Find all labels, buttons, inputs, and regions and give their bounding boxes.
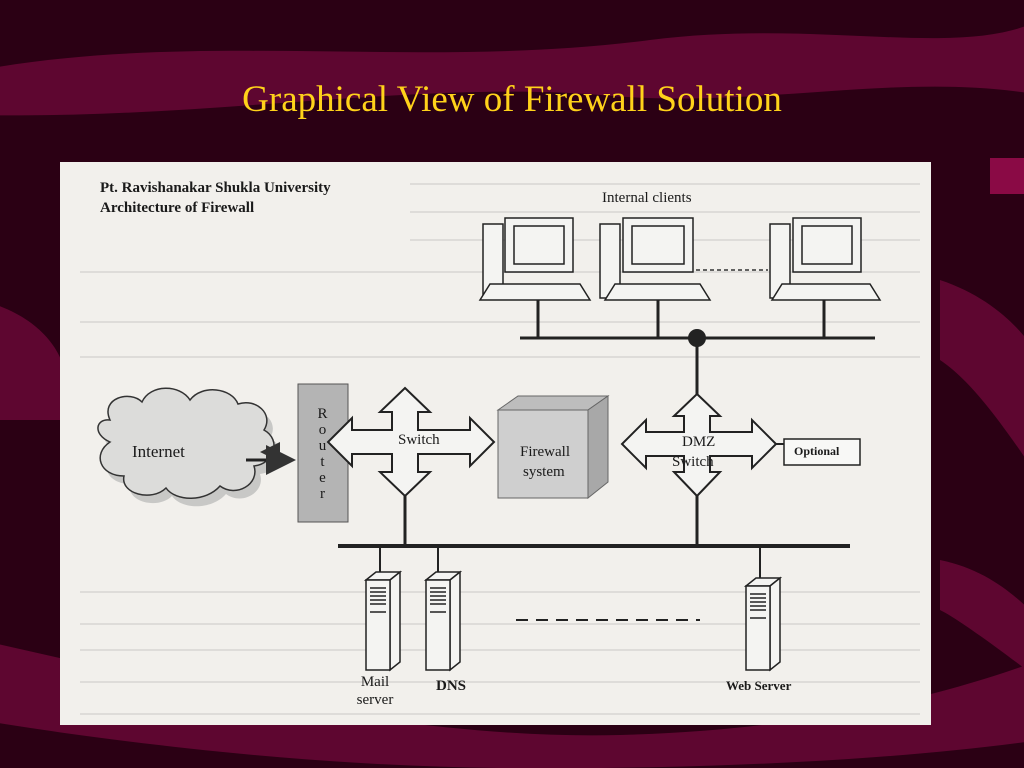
- diagram-drawing: [80, 183, 920, 715]
- computer-icon: [599, 217, 712, 301]
- computer-icon: [478, 217, 592, 301]
- background-band: [940, 280, 1024, 457]
- internal-clients-label: Internal clients: [602, 190, 692, 206]
- optional-label: Optional: [794, 444, 840, 458]
- dns-label: DNS: [436, 678, 467, 694]
- router-label: R o u t e r: [317, 406, 329, 502]
- server-icon: [743, 576, 783, 672]
- server-icon: [423, 570, 463, 672]
- firewall-label-line2: system: [523, 464, 565, 480]
- arrow-right-icon: [266, 445, 296, 475]
- mail-server-label-line2: server: [356, 692, 394, 708]
- dmz-label-line1: DMZ: [682, 434, 716, 450]
- internal-lan-bus: [520, 300, 875, 394]
- firewall-system: [496, 395, 610, 500]
- firewall-diagram: Pt. Ravishanakar Shukla University Archi…: [60, 162, 931, 725]
- diagram-heading-line1: Pt. Ravishanakar Shukla University: [100, 180, 331, 196]
- background-band: [0, 306, 68, 420]
- bus-junction: [688, 329, 706, 347]
- server-icon: [363, 570, 403, 672]
- dmz-label-line2: Switch: [672, 454, 714, 470]
- computer-icon: [769, 217, 882, 301]
- accent-tab: [990, 158, 1024, 194]
- optional-box: [783, 438, 861, 466]
- background-band: [0, 26, 1024, 116]
- background-band: [940, 560, 1024, 669]
- internet-cloud: [97, 387, 281, 507]
- diagram-heading-line2: Architecture of Firewall: [100, 200, 255, 216]
- firewall-label-line1: Firewall: [520, 444, 570, 460]
- slide-title: Graphical View of Firewall Solution: [242, 79, 782, 120]
- switch-label: Switch: [398, 432, 440, 448]
- web-server-label: Web Server: [726, 678, 792, 693]
- background-band: [0, 644, 1024, 768]
- internet-label: Internet: [132, 442, 185, 461]
- mail-server-label-line1: Mail: [360, 674, 390, 690]
